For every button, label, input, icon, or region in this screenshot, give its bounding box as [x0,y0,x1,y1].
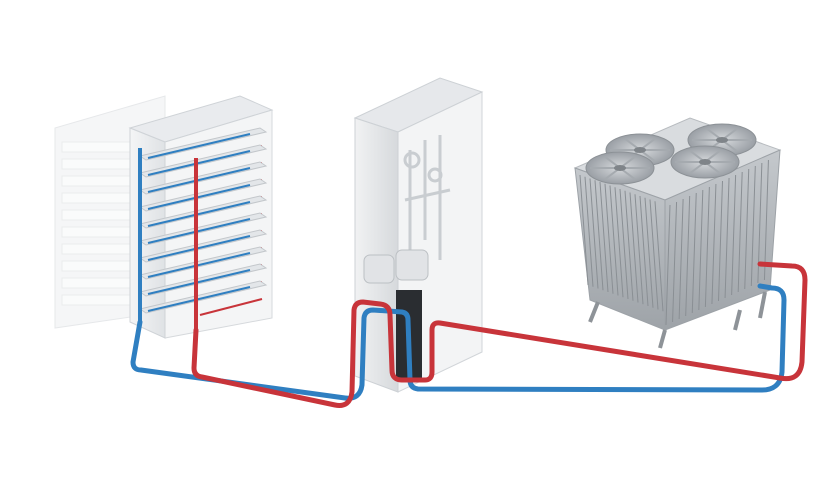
ghost-server-shelf [61,192,133,204]
ghost-server-shelf [61,226,133,238]
cooling-distribution-unit [353,77,484,393]
fan-icon [605,133,675,167]
hot-loop-pipe [191,261,808,408]
ghost-server-shelf [61,277,133,289]
dry-cooler-legs [588,291,767,349]
ghost-server-shelf [61,175,133,187]
fan-icon [585,151,655,185]
fan-icon [670,145,740,179]
ghost-server-shelf [61,243,133,255]
dry-cooler-fins [579,159,769,326]
cdu-pump-right [395,249,429,281]
cdu-pump-left [363,254,395,284]
ghost-server-shelf [61,260,133,272]
server-rack-shelves [138,127,268,316]
ghost-server-shelf [61,209,133,221]
dry-cooler-fans [585,123,757,185]
server-shelf [138,280,268,316]
cold-loop-pipe [130,283,787,401]
ghost-server-shelf [61,158,133,170]
server-rack [54,95,274,339]
cdu-internal-piping [403,135,451,260]
ghost-server-shelf [61,141,133,153]
dry-cooler [573,117,782,349]
ghost-server-shelf [61,294,133,306]
